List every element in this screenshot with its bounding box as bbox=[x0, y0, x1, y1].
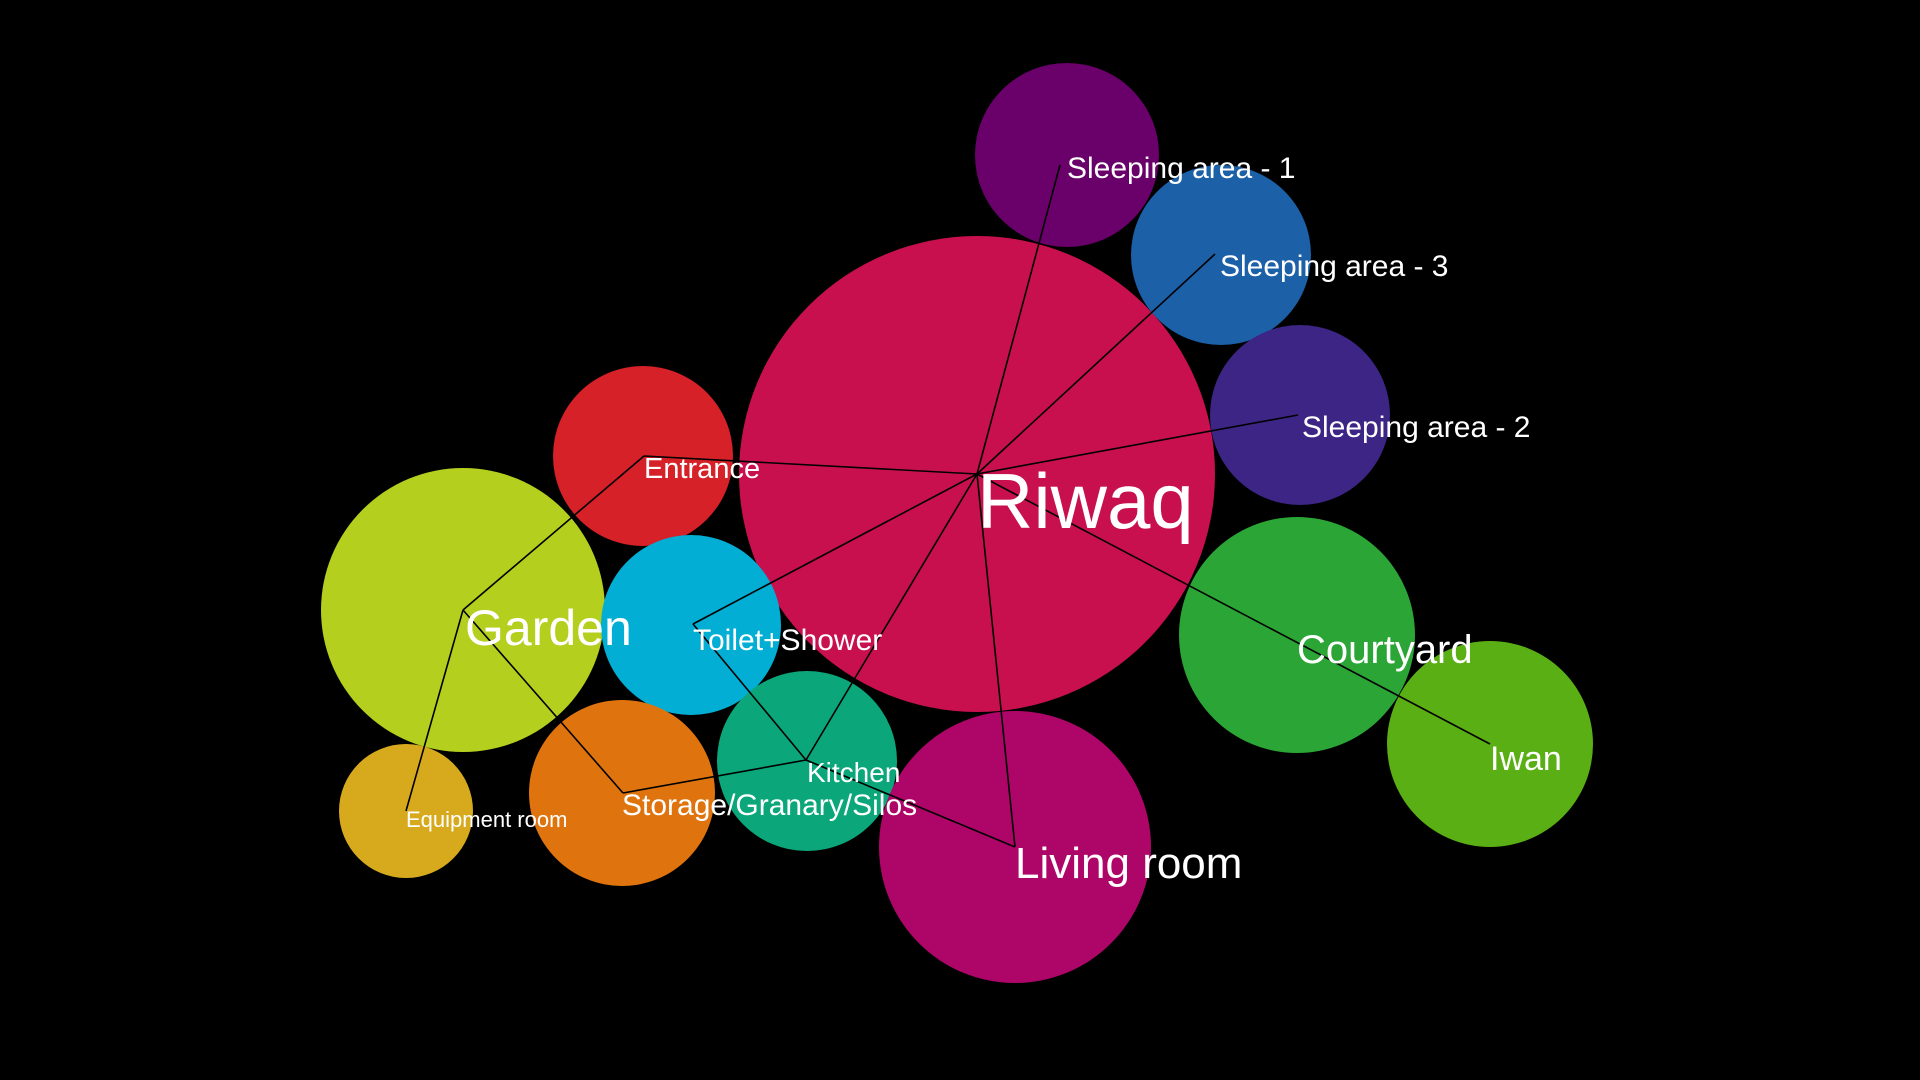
labels-layer: Riwaq Sleeping area - 1 Sleeping area - 3 S… bbox=[406, 152, 1562, 888]
edge-riwaq-kitchen bbox=[805, 473, 978, 761]
toilet-circle bbox=[601, 535, 781, 715]
entrance-label: Entrance bbox=[644, 453, 760, 485]
sleeping3-circle bbox=[1131, 165, 1311, 345]
edge-garden-equipment bbox=[405, 609, 464, 812]
edge-riwaq-sleeping1 bbox=[976, 164, 1061, 475]
riwaq-label: Riwaq bbox=[977, 457, 1194, 545]
edge-riwaq-entrance bbox=[643, 455, 978, 475]
edge-riwaq-living bbox=[976, 473, 1016, 848]
storage-label: Storage/Granary/Silos bbox=[622, 789, 917, 822]
kitchen-label: Kitchen bbox=[807, 757, 900, 788]
courtyard-circle bbox=[1179, 517, 1415, 753]
edge-riwaq-toilet bbox=[692, 473, 978, 625]
iwan-label: Iwan bbox=[1490, 740, 1562, 778]
edge-garden-storage bbox=[462, 609, 624, 794]
edges-layer bbox=[405, 164, 1491, 848]
edge-riwaq-sleeping2 bbox=[976, 414, 1299, 475]
sleeping2-label: Sleeping area - 2 bbox=[1302, 411, 1531, 444]
sleeping3-label: Sleeping area - 3 bbox=[1220, 250, 1449, 283]
living-label: Living room bbox=[1015, 839, 1242, 888]
circles-layer bbox=[321, 63, 1593, 983]
edge-storage-kitchen bbox=[622, 759, 807, 794]
edge-entrance-garden bbox=[462, 455, 645, 611]
courtyard-label: Courtyard bbox=[1297, 628, 1473, 672]
edge-kitchen-living bbox=[805, 759, 1016, 848]
sleeping2-circle bbox=[1210, 325, 1390, 505]
equipment-label: Equipment room bbox=[406, 807, 567, 832]
edge-riwaq-sleeping3 bbox=[976, 253, 1216, 475]
edge-toilet-kitchen bbox=[692, 623, 807, 761]
sleeping1-label: Sleeping area - 1 bbox=[1067, 152, 1296, 185]
toilet-label: Toilet+Shower bbox=[693, 624, 882, 657]
edge-riwaq-iwan bbox=[976, 473, 1491, 745]
sleeping1-circle bbox=[975, 63, 1159, 247]
garden-label: Garden bbox=[465, 600, 632, 656]
